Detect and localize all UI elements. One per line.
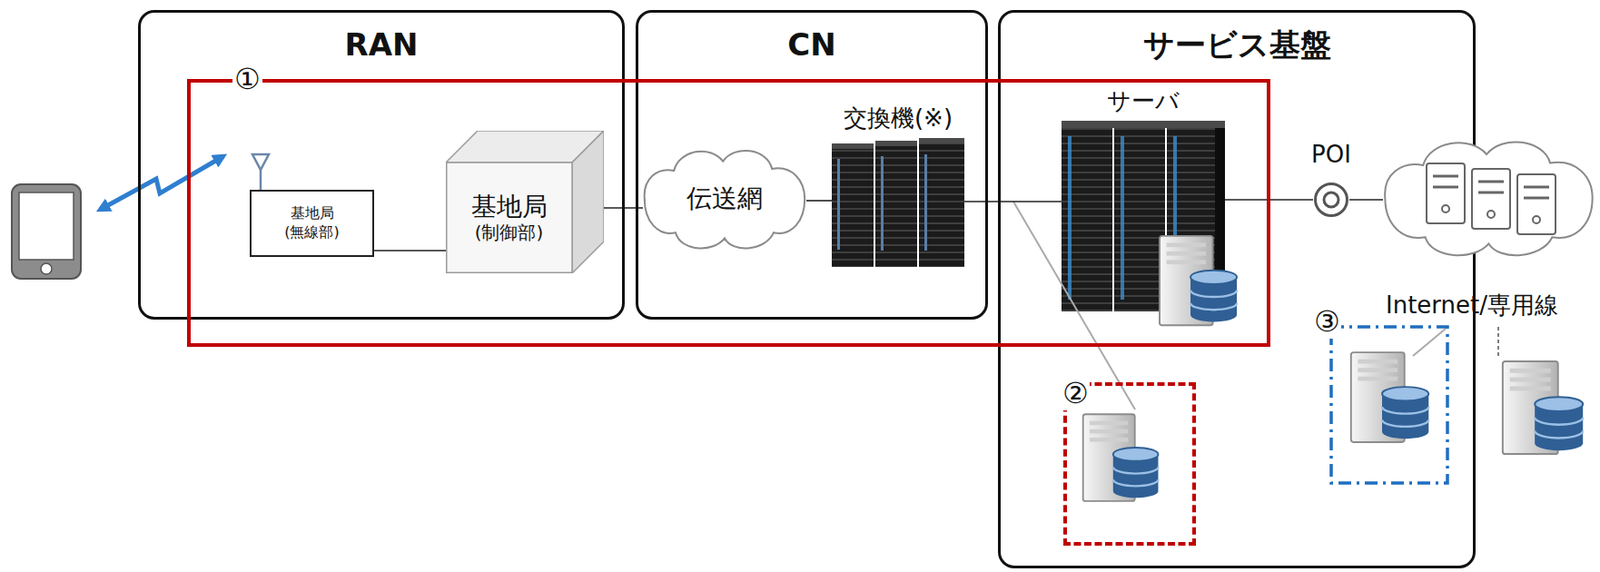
branch-line xyxy=(1013,201,1136,410)
scope-box: ① xyxy=(187,79,1271,347)
region-title: RAN xyxy=(140,27,623,63)
phone-icon xyxy=(11,184,81,279)
option-box: ③ xyxy=(1329,325,1450,485)
box-label: 基地局 xyxy=(290,204,335,224)
network-cloud: 伝送網 xyxy=(642,142,807,256)
region-title: CN xyxy=(638,27,986,63)
connector xyxy=(374,249,446,252)
internet-cloud: Internet/専用線 xyxy=(1382,132,1595,264)
connector xyxy=(964,200,1062,203)
option-box: ② xyxy=(1063,382,1196,546)
database-server xyxy=(1083,414,1159,502)
network-label: Internet/専用線 xyxy=(1385,292,1559,320)
box-label: (無線部) xyxy=(284,223,339,243)
database-server xyxy=(1502,361,1583,455)
radio-link xyxy=(99,156,224,210)
callout-number: ① xyxy=(232,62,263,97)
connector xyxy=(1349,198,1383,201)
equipment-label: 交換機(※) xyxy=(761,105,1035,133)
text-area: 基地局(無線部) xyxy=(251,191,373,256)
callout-number: ② xyxy=(1061,376,1090,411)
callout-number: ③ xyxy=(1313,305,1342,339)
region-box: サービス基盤サーバPOI②③ xyxy=(997,9,1476,569)
process-box: 基地局(無線部) xyxy=(249,189,375,257)
box-label: (制御部) xyxy=(474,222,544,244)
region-title: サービス基盤 xyxy=(1000,27,1473,63)
text-area: 伝送網 xyxy=(642,142,807,256)
poi-label: POI xyxy=(1276,141,1386,169)
switch-rack xyxy=(831,138,965,267)
equipment-label: サーバ xyxy=(1007,88,1280,116)
region-box: CN 伝送網 交換機(※) xyxy=(635,9,988,320)
text-area: 基地局(制御部) xyxy=(445,162,573,274)
equipment-node: サーバ xyxy=(1061,120,1225,312)
database-server xyxy=(1159,236,1237,326)
poi-symbol xyxy=(1313,181,1350,218)
leader-line xyxy=(1412,328,1446,356)
internet-cloud-shape xyxy=(1382,132,1595,264)
equipment-node: 交換機(※) xyxy=(831,138,965,267)
database-server xyxy=(1351,352,1430,443)
region-box: RAN基地局(無線部)基地局(制御部) xyxy=(138,9,625,320)
cloud-label: 伝送網 xyxy=(686,184,763,214)
box-label: 基地局 xyxy=(471,192,548,222)
connector xyxy=(806,199,832,202)
dashed-link xyxy=(1497,326,1500,358)
cube-box: 基地局(制御部) xyxy=(445,130,604,274)
dash-dot-outline xyxy=(1329,325,1450,485)
poi-circle: POI xyxy=(1313,181,1350,218)
antenna-symbol xyxy=(252,154,269,190)
